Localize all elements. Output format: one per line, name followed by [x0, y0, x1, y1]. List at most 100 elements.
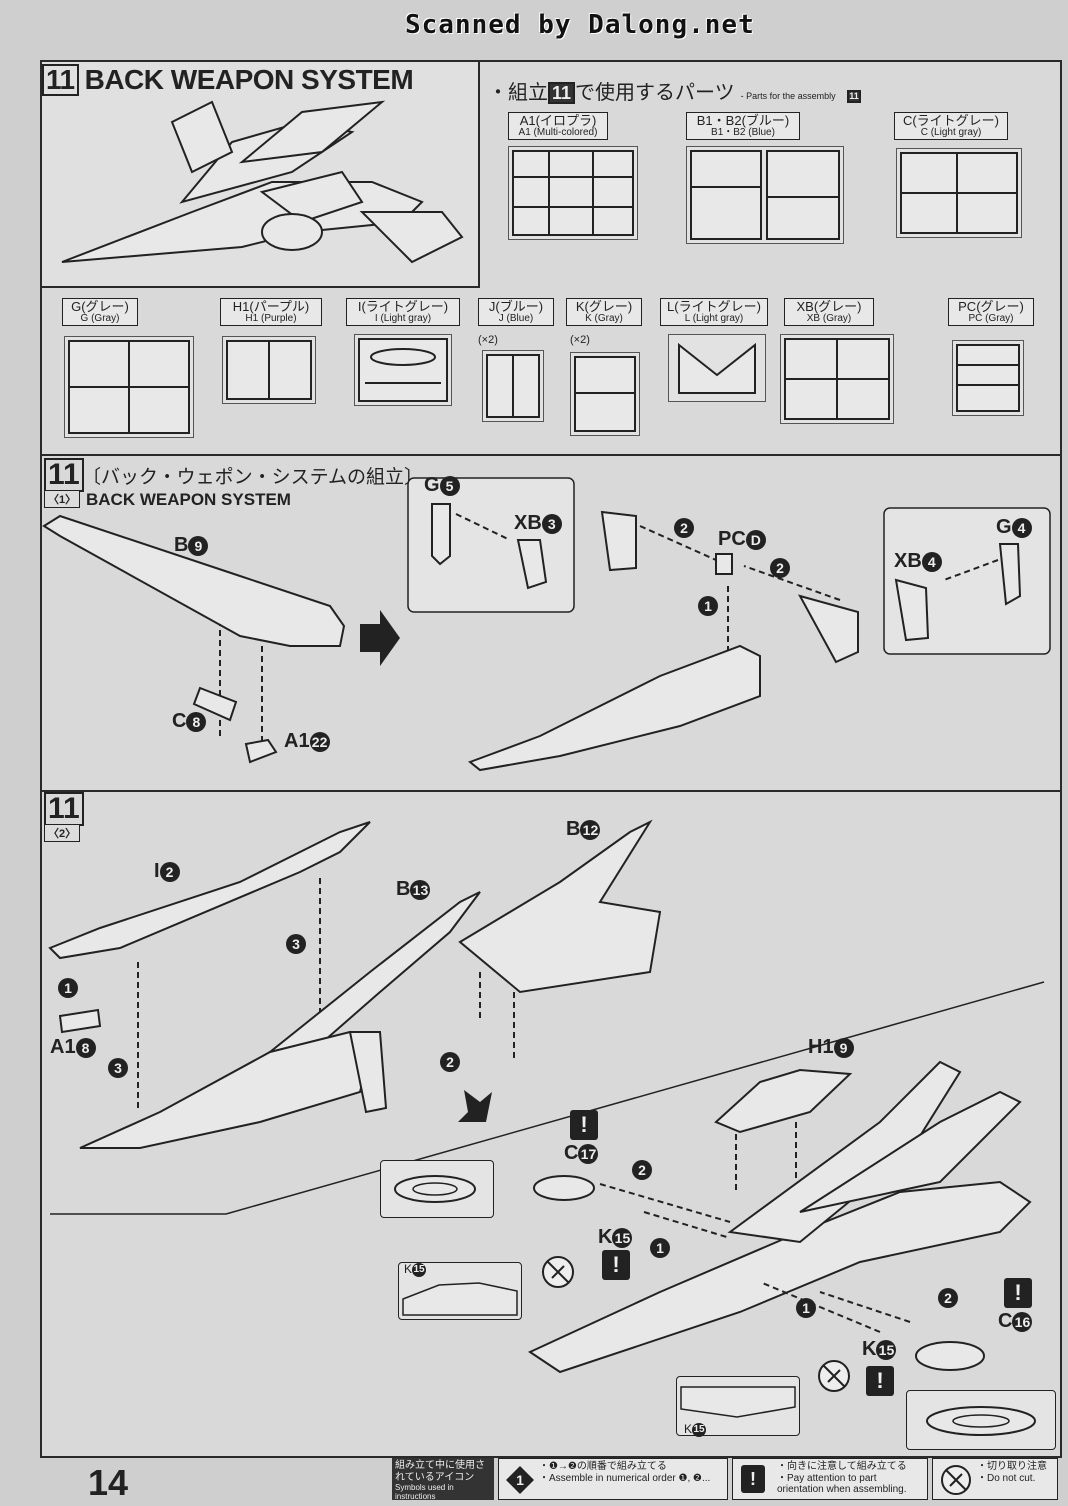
- callout-number: 16: [1012, 1311, 1033, 1332]
- part-label-j: J(ブルー)J (Blue): [478, 298, 554, 327]
- section-title-text: BACK WEAPON SYSTEM: [84, 64, 414, 95]
- callout-number: 2: [159, 861, 180, 882]
- section-number: 11: [42, 64, 79, 96]
- part-label-k: K(グレー)K (Gray): [566, 298, 642, 327]
- part-label-en: XB (Gray): [806, 312, 852, 324]
- step-2-diagram: [48, 819, 1045, 1374]
- callout-k15-inset1: K15: [404, 1262, 427, 1277]
- legend-orient-en: ・Pay attention to part orientation when …: [777, 1472, 907, 1496]
- callout-number: 15: [412, 1262, 427, 1277]
- wing-i2: [48, 821, 371, 960]
- parts-header-en-number: 11: [847, 90, 861, 103]
- part-h1-9-shape: [714, 1068, 853, 1134]
- runner-c: [896, 148, 1022, 238]
- legend-order-en: ・Assemble in numerical order ❶, ❷...: [539, 1472, 711, 1484]
- icon-legend: 組み立て中に使用されているアイコン Symbols used in instru…: [392, 1458, 1068, 1502]
- runner-k: [570, 352, 640, 436]
- order-badge: 3: [286, 934, 306, 954]
- callout-letter: H1: [808, 1036, 834, 1058]
- callout-letter: A1: [284, 730, 310, 752]
- legend-order: 1 ・❶→❷の順番で組み立てる ・Assemble in numerical o…: [498, 1458, 728, 1500]
- order-badge: 2: [674, 518, 694, 538]
- callout-number: 15: [692, 1422, 707, 1437]
- callout-number: 9: [833, 1037, 854, 1058]
- runner-a1: [508, 146, 638, 240]
- callout-letter: XB: [894, 550, 922, 572]
- legend-title: 組み立て中に使用されているアイコン Symbols used in instru…: [392, 1458, 494, 1502]
- callout-letter: K: [862, 1338, 877, 1360]
- part-label-jp: K(グレー): [575, 299, 633, 314]
- legend-no-cut: ・切り取り注意 ・Do not cut.: [932, 1458, 1058, 1500]
- inset-k15-detail-1: [398, 1262, 522, 1320]
- callout-letter: B: [174, 534, 189, 556]
- callout-letter: A1: [50, 1036, 76, 1058]
- part-label-jp: L(ライトグレー): [667, 299, 761, 314]
- warning-orientation-c17: !: [570, 1110, 598, 1140]
- parts-header-prefix: ・組立: [488, 82, 548, 104]
- callout-number: 4: [921, 551, 942, 572]
- callout-number: 4: [1011, 517, 1032, 538]
- order-badge: 1: [796, 1298, 816, 1318]
- inset-c16-detail: [906, 1390, 1056, 1450]
- order-badge: 2: [440, 1052, 460, 1072]
- callout-number: 9: [188, 535, 209, 556]
- part-label-en: B1・B2 (Blue): [711, 126, 775, 138]
- part-label-en: J (Blue): [498, 312, 534, 324]
- part-label-i: I(ライトグレー)I (Light gray): [346, 298, 460, 327]
- multiplier-k: (×2): [570, 334, 590, 346]
- step-2-number: 11: [44, 792, 84, 826]
- part-label-jp: XB(グレー): [796, 299, 862, 314]
- warning-orientation-c16: !: [1004, 1278, 1032, 1308]
- callout-letter: C: [564, 1142, 579, 1164]
- step-1-title-en: BACK WEAPON SYSTEM: [86, 490, 291, 509]
- callout-number: D: [745, 529, 766, 550]
- part-label-en: I (Light gray): [374, 312, 432, 324]
- hull-assembled: [527, 1180, 1032, 1374]
- order-badge: 1: [650, 1238, 670, 1258]
- inset-c17-detail: [380, 1160, 494, 1218]
- callout-letter: B: [566, 818, 581, 840]
- part-label-jp: H1(パープル): [232, 299, 310, 314]
- callout-letter: K: [598, 1226, 613, 1248]
- part-label-pc: PC(グレー)PC (Gray): [948, 298, 1034, 327]
- order-2-c16: 2: [938, 1288, 958, 1308]
- runner-pc: [952, 340, 1024, 416]
- callout-letter: C: [998, 1310, 1013, 1332]
- legend-title-jp: 組み立て中に使用されているアイコン: [395, 1460, 485, 1483]
- order-2-mid: 2: [440, 1052, 460, 1072]
- callout-letter: XB: [514, 512, 542, 534]
- part-label-a1: A1(イロプラ)A1 (Multi-colored): [508, 112, 608, 141]
- order-1-k15b: 1: [796, 1298, 816, 1318]
- part-label-xb: XB(グレー)XB (Gray): [784, 298, 874, 327]
- part-c17-shape: [533, 1175, 595, 1201]
- part-c8-shape: [192, 686, 238, 722]
- runner-h1: [222, 336, 316, 404]
- part-label-jp: A1(イロプラ): [519, 113, 597, 128]
- part-label-jp: G(グレー): [71, 299, 129, 314]
- order-1-a1-8: 1: [58, 978, 78, 998]
- callout-letter: I: [154, 860, 160, 882]
- svg-text:1: 1: [516, 1472, 524, 1488]
- runner-xb: [780, 334, 894, 424]
- no-cut-icon: [941, 1465, 971, 1495]
- part-label-jp: I(ライトグレー): [357, 299, 449, 314]
- order-badge: 3: [108, 1058, 128, 1078]
- order-1-k15a: 1: [650, 1238, 670, 1258]
- legend-title-en: Symbols used in instructions: [395, 1483, 454, 1502]
- callout-number: 8: [75, 1037, 96, 1058]
- part-label-jp: PC(グレー): [958, 299, 1024, 314]
- order-1-step1: 1: [698, 596, 718, 616]
- order-badge: 1: [698, 596, 718, 616]
- scan-credit: Scanned by Dalong.net: [405, 10, 755, 40]
- callout-letter: B: [396, 878, 411, 900]
- part-label-en: L (Light gray): [684, 312, 744, 324]
